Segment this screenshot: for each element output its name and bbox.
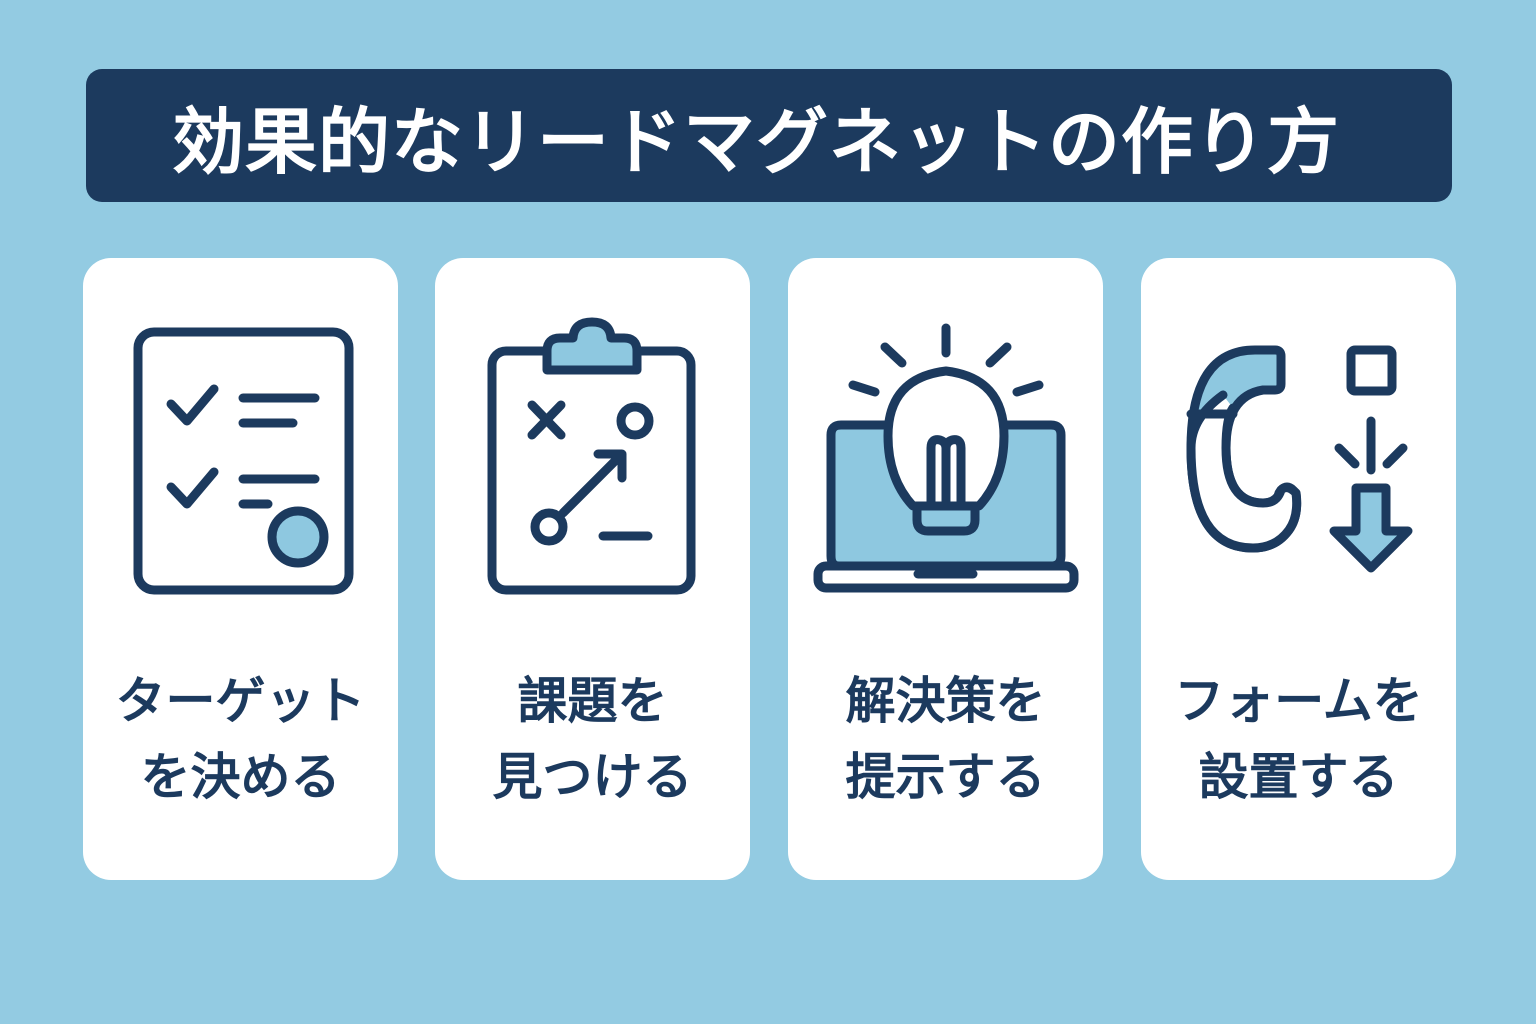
checklist-icon <box>133 327 354 595</box>
clipboard-strategy-icon <box>487 317 696 595</box>
step-card-problem: 課題を 見つける <box>435 258 750 880</box>
step-label: ターゲット を決める <box>115 672 366 806</box>
title-banner: 効果的なリードマグネットの作り方 <box>86 69 1452 202</box>
magnet-form-icon <box>1186 345 1413 573</box>
step-label: フォームを 設置する <box>1174 672 1423 806</box>
step-card-solution: 解決策を 提示する <box>788 258 1103 880</box>
step-label: 解決策を 提示する <box>845 672 1046 806</box>
step-label: 課題を 見つける <box>492 672 693 806</box>
page-title: 効果的なリードマグネットの作り方 <box>172 100 1341 184</box>
step-card-target: ターゲット を決める <box>83 258 398 880</box>
step-card-form: フォームを 設置する <box>1141 258 1456 880</box>
lightbulb-laptop-icon <box>813 323 1079 593</box>
